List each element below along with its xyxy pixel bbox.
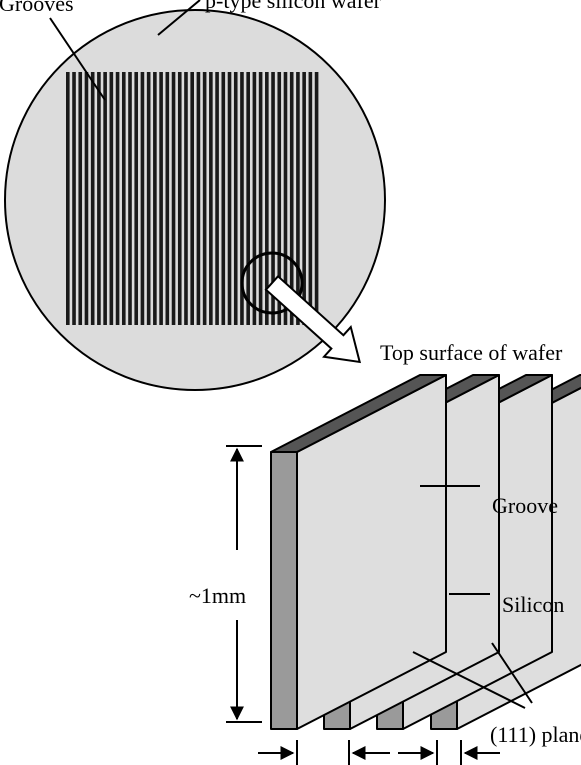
groove-bar	[97, 72, 101, 325]
groove-bar	[277, 72, 282, 325]
groove-bar	[202, 72, 207, 325]
groove-bar	[84, 72, 89, 325]
groove-bar	[109, 72, 114, 325]
groove-bar	[184, 72, 188, 325]
groove-bar	[121, 72, 126, 325]
groove-bar	[289, 72, 294, 325]
magnifier-circle	[240, 251, 304, 315]
groove-bar	[215, 72, 219, 325]
groove-bar	[153, 72, 157, 325]
groove-bar	[128, 72, 132, 325]
groove-label: Groove	[492, 493, 558, 518]
groove-bar	[240, 72, 244, 325]
groove-bar	[90, 72, 95, 325]
groove-array	[66, 72, 319, 325]
groove-bar	[72, 72, 76, 325]
groove-bar	[308, 72, 313, 325]
groove-bar	[159, 72, 163, 325]
groove-bar	[103, 72, 107, 325]
wafer-label: p-type silicon wafer	[205, 0, 381, 13]
groove-bar	[171, 72, 176, 325]
groove-bar	[209, 72, 213, 325]
slab-front-face	[270, 451, 298, 730]
groove-bar	[115, 72, 120, 325]
silicon-label: Silicon	[502, 592, 565, 617]
groove-bar	[140, 72, 145, 325]
groove-bar	[314, 72, 319, 325]
groove-bar	[296, 72, 300, 325]
groove-bar	[177, 72, 182, 325]
grooves-leader-line	[49, 17, 106, 101]
groove-bar	[227, 72, 232, 325]
groove-bar	[221, 72, 226, 325]
groove-bar	[283, 72, 288, 325]
plane-pointer-line-2	[491, 642, 533, 704]
wafer-leader-line	[157, 0, 201, 36]
groove-bar	[271, 72, 275, 325]
groove-bar	[134, 72, 139, 325]
groove-bar	[66, 72, 70, 325]
groove-bar	[196, 72, 201, 325]
groove-bar	[252, 72, 257, 325]
grooves-label: Grooves	[0, 0, 74, 16]
groove-bar	[246, 72, 250, 325]
groove-bar	[265, 72, 269, 325]
plane-pointer-line-1	[412, 651, 526, 709]
groove-bar	[302, 72, 306, 325]
groove-bar	[258, 72, 263, 325]
groove-bar	[233, 72, 238, 325]
groove-bar	[165, 72, 170, 325]
top-surface-label: Top surface of wafer	[380, 340, 563, 365]
thickness-label: ~1mm	[189, 583, 247, 609]
groove-bar	[190, 72, 194, 325]
groove-bar	[78, 72, 83, 325]
groove-bar	[146, 72, 151, 325]
silicon-slabs	[270, 374, 581, 730]
plane-label: (111) plane	[490, 722, 581, 747]
zoom-arrow	[264, 274, 362, 364]
